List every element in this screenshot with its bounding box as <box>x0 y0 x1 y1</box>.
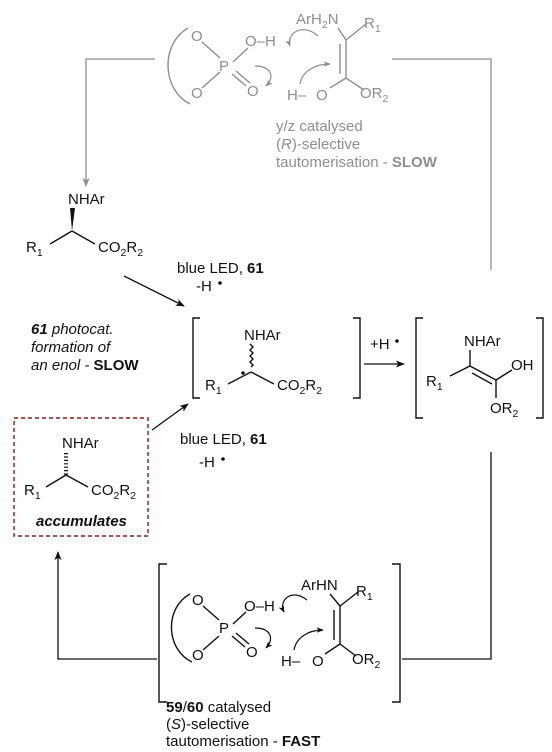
top-o-label-2: O <box>191 85 203 102</box>
arrow-accum-to-radical <box>151 403 189 431</box>
top-or2-label: OR2 <box>360 85 389 105</box>
start-r1-label: R1 <box>26 239 43 259</box>
top-caption: y/z catalysed (R)-selective tautomerisat… <box>276 118 438 171</box>
bottom-right-connector <box>402 452 492 660</box>
top-o-label-3: O <box>247 83 259 100</box>
top-p-label: P <box>219 58 229 75</box>
top-h-label: H– <box>287 87 307 104</box>
photocat-caption-line1: 61 photocat. <box>31 321 114 338</box>
bottom-left-connector <box>54 551 157 660</box>
bottom-o-label-3: O <box>246 644 258 661</box>
starting-amino-ester: NHAr R1 CO2R2 <box>26 191 143 259</box>
top-right-connector <box>392 58 492 270</box>
start-nhar-label: NHAr <box>68 191 105 208</box>
accum-nhar-label: NHAr <box>62 435 99 452</box>
top-arh2n-label: ArH2N <box>296 11 339 31</box>
arrow-start-to-radical <box>123 275 185 307</box>
enol-nhar-label: NHAr <box>464 333 501 350</box>
top-enol-o-label: O <box>316 87 328 104</box>
radical-nhar-label: NHAr <box>244 327 281 344</box>
top-caption-line2: (R)-selective <box>276 136 360 153</box>
arrow2-h-label: -H <box>199 454 215 471</box>
bottom-phosphoric-acid-complex: O O P O–H O ArHN R1 OR2 O H– <box>158 563 401 703</box>
photocat-caption: 61 photocat. formation of an enol - SLOW <box>31 321 139 374</box>
arrow-h-radical-dot <box>395 339 399 343</box>
enol-or2-label: OR2 <box>490 400 519 420</box>
bottom-caption: 59/60 catalysed (S)-selective <box>166 699 271 733</box>
radical-dot <box>241 371 245 375</box>
enol-intermediate: NHAr R1 OH OR2 <box>415 317 544 420</box>
enol-r1-label: R1 <box>426 373 443 393</box>
bottom-o-label-1: O <box>192 592 204 609</box>
accumulates-label: accumulates <box>36 513 127 530</box>
arrow1-radical-dot <box>218 281 222 285</box>
enol-oh-label: OH <box>511 357 534 374</box>
accum-co2r2-label: CO2R2 <box>91 482 136 502</box>
top-phosphoric-acid-complex: O O P O–H O ArH2N R1 OR2 O H– <box>167 11 389 105</box>
arrow2-label: blue LED, 61 <box>180 431 267 448</box>
bottom-oh-label: O–H <box>244 598 275 615</box>
bottom-caption-line2: (S)-selective <box>166 716 249 733</box>
radical-intermediate: NHAr R1 CO2R2 <box>192 317 361 399</box>
radical-r1-label: R1 <box>205 377 222 397</box>
arrow-h-label: +H <box>370 336 390 353</box>
bottom-caption-line1: 59/60 catalysed <box>166 699 271 716</box>
bottom-caption-line3: tautomerisation - FAST <box>166 733 320 750</box>
bottom-h-label: H– <box>281 653 301 670</box>
bottom-enol-o-label: O <box>312 653 324 670</box>
bottom-o-label-2: O <box>192 647 204 664</box>
top-caption-line3: tautomerisation - SLOW <box>276 154 438 171</box>
bottom-arhn-label: ArHN <box>301 577 338 594</box>
top-left-connector <box>82 58 155 187</box>
arrow1-label: blue LED, 61 <box>177 260 264 277</box>
top-oh-label: O–H <box>245 33 276 50</box>
accum-r1-label: R1 <box>24 482 41 502</box>
bottom-r1-label: R1 <box>356 583 373 603</box>
accumulated-amino-ester: NHAr R1 CO2R2 accumulates <box>24 435 136 530</box>
top-caption-line1: y/z catalysed <box>276 118 363 135</box>
arrow1-h-label: -H <box>196 278 212 295</box>
accumulates-box <box>13 417 149 537</box>
photocat-caption-line3: an enol - SLOW <box>31 357 139 374</box>
photocat-caption-line2: formation of <box>31 339 112 356</box>
bottom-or2-label: OR2 <box>352 651 381 671</box>
arrow2-radical-dot <box>221 457 225 461</box>
start-co2r2-label: CO2R2 <box>98 239 143 259</box>
radical-co2r2-label: CO2R2 <box>277 377 322 397</box>
bottom-p-label: P <box>219 620 229 637</box>
top-r1-label: R1 <box>364 15 381 35</box>
top-o-label-1: O <box>191 28 203 45</box>
